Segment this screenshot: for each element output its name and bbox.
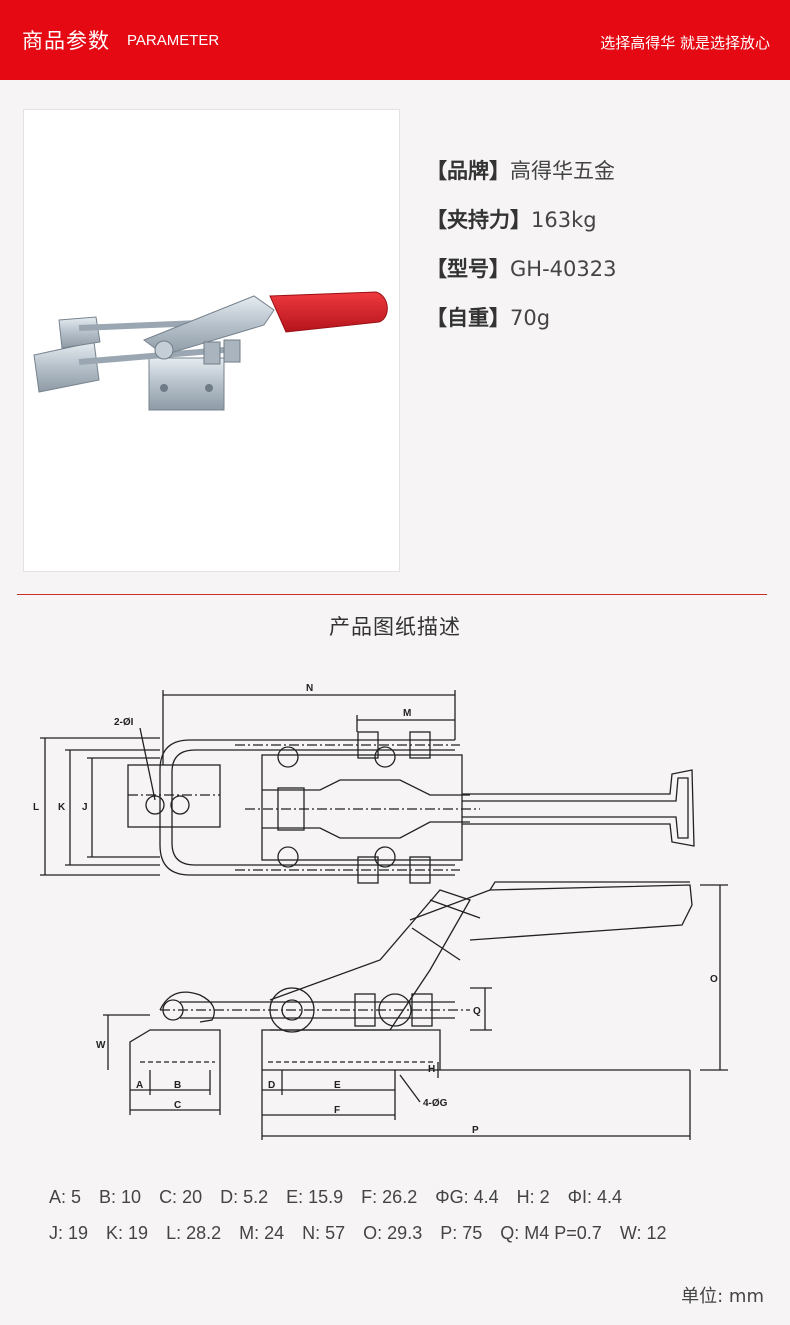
technical-drawing: N M 2-ØI L K J O Q W H A B C D E F 4-ØG … bbox=[33, 683, 728, 1140]
dim-o: O bbox=[710, 974, 718, 985]
parameter-table: A: 5 B: 10 C: 20 D: 5.2 E: 15.9 F: 26.2 ΦG: 4.… bbox=[49, 1184, 667, 1256]
param-m: M: 24 bbox=[239, 1223, 285, 1243]
param-c: C: 20 bbox=[159, 1187, 203, 1207]
param-o: O: 29.3 bbox=[363, 1223, 423, 1243]
param-h: H: 2 bbox=[516, 1187, 550, 1207]
param-row: J: 19 K: 19 L: 28.2 M: 24 N: 57 O: 29.3 P: 75 Q… bbox=[49, 1220, 667, 1256]
dim-j: J bbox=[82, 802, 88, 813]
dim-2-phi-i: 2-ØI bbox=[114, 717, 134, 728]
spec-value: 70g bbox=[510, 306, 551, 330]
dim-4-phi-g: 4-ØG bbox=[423, 1098, 448, 1109]
spec-model: 【型号】GH-40323 bbox=[426, 253, 616, 302]
param-i: ΦI: 4.4 bbox=[567, 1187, 622, 1207]
product-photo bbox=[23, 109, 400, 572]
param-n: N: 57 bbox=[302, 1223, 346, 1243]
dim-m: M bbox=[403, 708, 411, 719]
param-e: E: 15.9 bbox=[286, 1187, 344, 1207]
spec-value: 高得华五金 bbox=[510, 159, 615, 183]
spec-label: 【品牌】 bbox=[426, 159, 510, 183]
param-b: B: 10 bbox=[99, 1187, 142, 1207]
page-header: 商品参数 PARAMETER 选择高得华 就是选择放心 bbox=[0, 0, 790, 80]
dim-n: N bbox=[306, 683, 313, 694]
unit-label: 单位: mm bbox=[681, 1286, 764, 1307]
header-title: 商品参数 bbox=[22, 29, 110, 53]
section-title: 产品图纸描述 bbox=[329, 615, 461, 639]
spec-value: 163kg bbox=[531, 208, 597, 232]
dim-d: D bbox=[268, 1080, 275, 1091]
spec-label: 【自重】 bbox=[426, 306, 510, 330]
spec-brand: 【品牌】高得华五金 bbox=[426, 155, 616, 204]
param-d: D: 5.2 bbox=[220, 1187, 269, 1207]
spec-clamp-force: 【夹持力】163kg bbox=[426, 204, 616, 253]
header-title-en: PARAMETER bbox=[127, 32, 220, 49]
dim-l: L bbox=[33, 802, 39, 813]
dim-b: B bbox=[174, 1080, 181, 1091]
spec-value: GH-40323 bbox=[510, 257, 617, 281]
dim-p: P bbox=[472, 1125, 479, 1136]
dim-w: W bbox=[96, 1040, 106, 1051]
dim-e: E bbox=[334, 1080, 341, 1091]
spec-weight: 【自重】70g bbox=[426, 302, 616, 351]
dim-a: A bbox=[136, 1080, 143, 1091]
section-divider bbox=[17, 594, 767, 595]
param-l: L: 28.2 bbox=[166, 1223, 222, 1243]
spec-list: 【品牌】高得华五金 【夹持力】163kg 【型号】GH-40323 【自重】70… bbox=[426, 155, 616, 351]
param-w: W: 12 bbox=[619, 1223, 667, 1243]
param-g: ΦG: 4.4 bbox=[435, 1187, 499, 1207]
spec-label: 【型号】 bbox=[426, 257, 510, 281]
dim-h: H bbox=[428, 1064, 435, 1075]
dim-c: C bbox=[174, 1100, 181, 1111]
latch-clamp-image bbox=[33, 291, 388, 411]
param-q: Q: M4 P=0.7 bbox=[500, 1223, 602, 1243]
dim-k: K bbox=[58, 802, 66, 813]
dim-f: F bbox=[334, 1105, 340, 1116]
param-row: A: 5 B: 10 C: 20 D: 5.2 E: 15.9 F: 26.2 ΦG: 4.… bbox=[49, 1184, 667, 1220]
param-k: K: 19 bbox=[106, 1223, 149, 1243]
param-f: F: 26.2 bbox=[361, 1187, 418, 1207]
param-p: P: 75 bbox=[440, 1223, 483, 1243]
spec-label: 【夹持力】 bbox=[426, 208, 531, 232]
header-slogan: 选择高得华 就是选择放心 bbox=[600, 34, 770, 52]
dim-q: Q bbox=[473, 1006, 481, 1017]
param-a: A: 5 bbox=[49, 1187, 82, 1207]
param-j: J: 19 bbox=[49, 1223, 89, 1243]
